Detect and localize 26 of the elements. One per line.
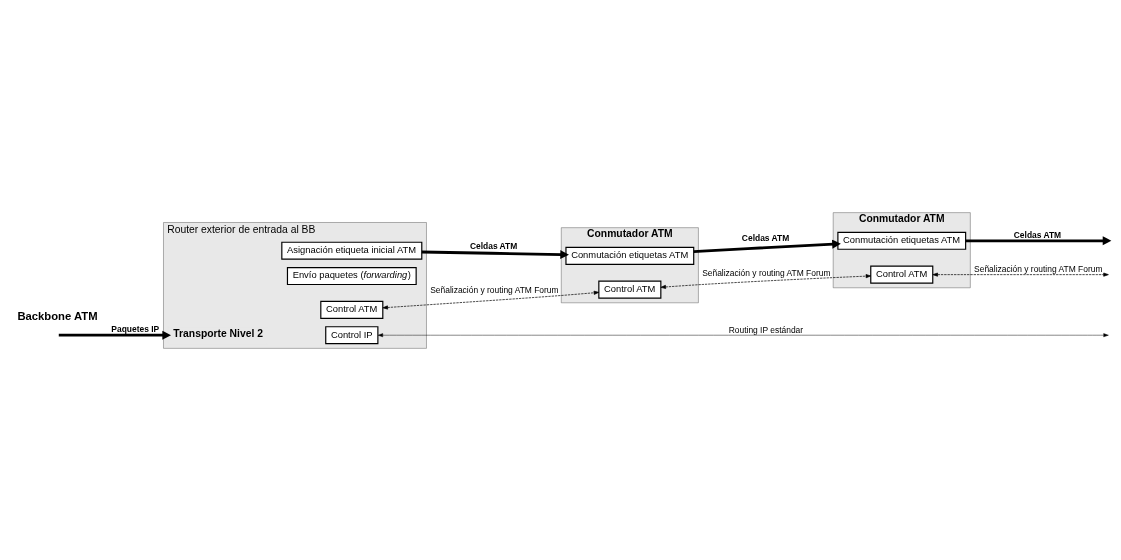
arrow [421,249,569,259]
arrow [660,273,872,289]
edge-label: Celdas ATM [741,232,790,243]
node-text: Transporte Nivel 2 [173,327,263,339]
edge-label: Celdas ATM [1013,229,1062,240]
edge-label: Señalización y routing ATM Forum [430,284,559,295]
arrow [932,272,1109,277]
arrow [693,239,841,253]
edge-label: Celdas ATM [469,240,518,251]
arrow [377,332,1109,337]
node-box: Envío paquetes (forwarding) [286,266,417,285]
arrow [382,290,600,309]
edge-label: Routing IP estándar [728,324,804,335]
edge-label: Señalización y routing ATM Forum [974,263,1103,274]
node-box: Conmutación etiquetas ATM [837,231,967,250]
node-box: Conmutación etiquetas ATM [565,246,695,265]
node-box: Control ATM [320,300,384,319]
node-box: Control ATM [598,280,662,299]
arrow [965,235,1112,245]
node-box: Control ATM [870,265,934,284]
edge-label: Señalización y routing ATM Forum [702,267,831,278]
node-box: Asignación etiqueta inicial ATM [281,241,423,260]
edge-label: Paquetes IP [111,323,160,334]
label: Backbone ATM [17,309,98,322]
node-box: Control IP [325,325,379,344]
arrow [58,330,171,340]
